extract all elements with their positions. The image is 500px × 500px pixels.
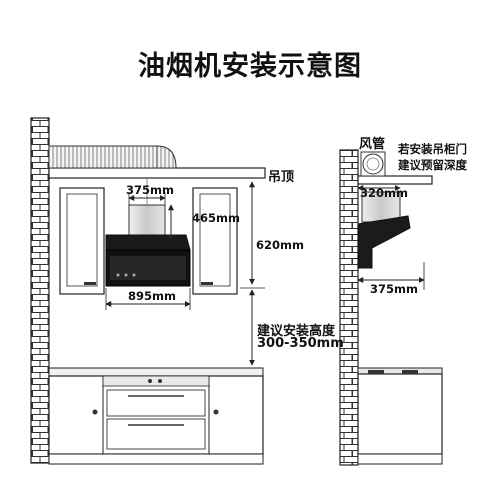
dim-hood-total-height — [240, 177, 265, 285]
hood-top-width-label: 375mm — [126, 183, 174, 197]
ceiling-label: 吊顶 — [268, 170, 295, 185]
ceiling-slab-side — [357, 175, 433, 185]
brick-wall-left — [30, 117, 50, 464]
hood-chimney — [128, 204, 166, 236]
upper-cabinet-right — [192, 187, 238, 295]
duct-label: 风管 — [359, 137, 386, 152]
dim-side-bottom-depth — [357, 262, 425, 290]
range-hood — [105, 234, 191, 287]
cabinet-note-line2: 建议预留深度 — [398, 158, 467, 172]
hood-top-height-label: 465mm — [192, 211, 240, 225]
base-cabinet-side — [357, 367, 443, 465]
upper-cabinet-left — [59, 187, 105, 295]
side-bottom-depth-label: 375mm — [370, 282, 418, 296]
cabinet-note-line1: 若安装吊柜门 — [398, 142, 467, 156]
dim-install-height — [240, 287, 265, 366]
brick-wall-right — [339, 149, 359, 466]
base-cabinet-front — [48, 367, 264, 465]
flexible-duct — [48, 145, 177, 169]
hood-width-label: 895mm — [128, 289, 176, 303]
install-height-label: 建议安装高度 — [257, 324, 336, 339]
hood-total-height-label: 620mm — [256, 238, 304, 252]
page-title: 油烟机安装示意图 — [138, 51, 362, 82]
install-height-value: 300-350mm — [257, 336, 344, 351]
dim-hood-top-width — [128, 192, 166, 206]
ceiling-slab — [48, 167, 266, 179]
side-depth-label: 320mm — [360, 186, 408, 200]
duct-cross-section — [360, 151, 386, 177]
range-hood-side — [357, 191, 411, 269]
dim-hood-width — [105, 288, 191, 310]
